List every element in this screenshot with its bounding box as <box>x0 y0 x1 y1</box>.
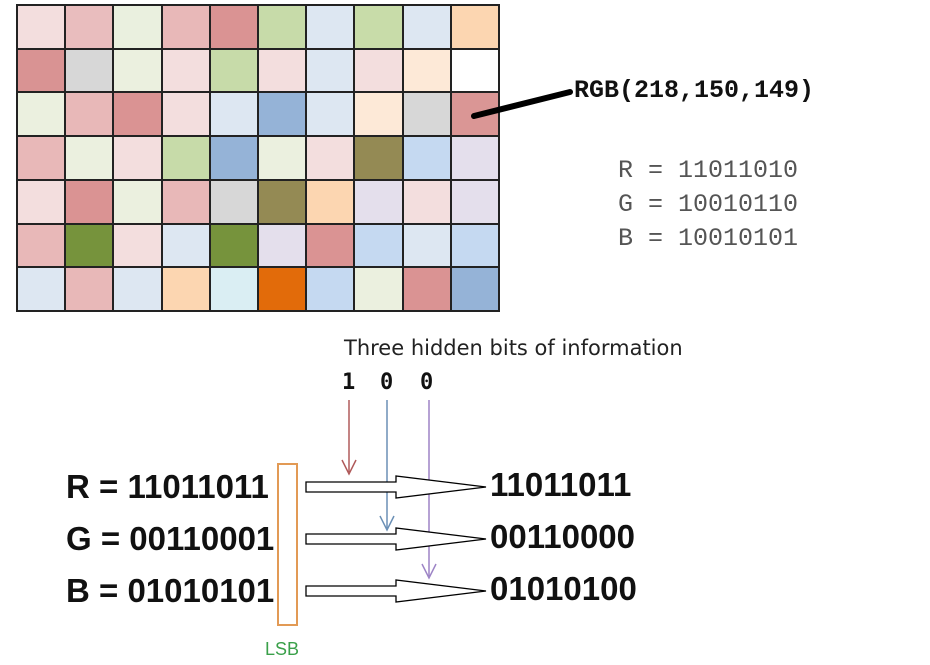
pointer-line <box>471 89 573 119</box>
pixel-cell <box>403 137 450 179</box>
original-g-bits: G = 10010110 <box>618 190 799 219</box>
pixel-cell <box>307 224 354 267</box>
pixel-rgb-label: RGB(218,150,149) <box>574 76 815 105</box>
pixel-cell <box>162 49 209 92</box>
pixel-cell <box>66 93 113 136</box>
pixel-cell <box>114 224 161 267</box>
pixel-cell <box>451 180 498 223</box>
pixel-cell <box>66 268 113 310</box>
pixel-cell <box>355 49 402 92</box>
pixel-cell <box>403 224 450 267</box>
pixel-cell <box>259 268 306 310</box>
pixel-cell <box>162 180 209 223</box>
pixel-cell <box>355 224 402 267</box>
hidden-bit-2: 0 <box>380 370 394 395</box>
pixel-cell <box>18 49 65 92</box>
pixel-cell <box>307 93 354 136</box>
hidden-bit-1: 1 <box>342 370 356 395</box>
pixel-cell <box>162 268 209 310</box>
pixel-cell <box>210 93 257 136</box>
pixel-cell <box>114 180 161 223</box>
pixel-cell <box>355 180 402 223</box>
pixel-cell <box>18 93 65 136</box>
pixel-cell <box>403 6 450 48</box>
hidden-bits-caption: Three hidden bits of information <box>344 336 683 360</box>
hidden-bit-3: 0 <box>420 370 434 395</box>
pixel-cell <box>451 6 498 48</box>
pixel-cell <box>259 224 306 267</box>
pixel-cell <box>210 49 257 92</box>
pixel-cell <box>114 93 161 136</box>
result-b-bits: 01010100 <box>490 570 637 607</box>
result-r-bits: 11011011 <box>490 466 632 503</box>
pixel-cell <box>66 224 113 267</box>
pixel-cell <box>162 93 209 136</box>
pixel-cell <box>403 49 450 92</box>
pixel-cell <box>210 180 257 223</box>
pixel-cell <box>162 224 209 267</box>
pixel-cell <box>307 268 354 310</box>
pixel-cell <box>259 49 306 92</box>
pixel-cell <box>114 6 161 48</box>
pixel-cell <box>18 6 65 48</box>
pixel-cell <box>307 137 354 179</box>
pixel-cell <box>403 93 450 136</box>
pixel-cell <box>451 137 498 179</box>
pixel-cell <box>451 268 498 310</box>
modified-g-bits: G = 00110001 <box>66 520 275 557</box>
hidden-bit-arrowhead-2 <box>379 515 395 532</box>
pixel-cell <box>355 93 402 136</box>
pixel-cell <box>114 137 161 179</box>
pixel-cell <box>210 224 257 267</box>
pixel-cell <box>66 180 113 223</box>
pixel-cell <box>259 93 306 136</box>
original-b-bits: B = 10010101 <box>618 224 799 253</box>
pixel-cell <box>114 268 161 310</box>
transform-arrow-1 <box>305 475 487 499</box>
pixel-cell <box>18 137 65 179</box>
pixel-cell <box>403 180 450 223</box>
hidden-bit-arrowhead-3 <box>421 563 437 580</box>
transform-arrow-3 <box>305 579 487 603</box>
pixel-cell <box>403 268 450 310</box>
hidden-bit-arrowhead-1 <box>341 459 357 476</box>
pixel-cell <box>66 6 113 48</box>
pixel-cell <box>307 6 354 48</box>
pixel-cell <box>66 137 113 179</box>
pixel-cell <box>210 137 257 179</box>
pixel-cell <box>259 180 306 223</box>
result-g-bits: 00110000 <box>490 518 636 555</box>
pixel-cell <box>210 6 257 48</box>
original-r-bits: R = 11011010 <box>618 156 799 185</box>
pixel-cell <box>259 137 306 179</box>
modified-r-bits: R = 11011011 <box>66 468 269 505</box>
modified-b-bits: B = 01010101 <box>66 572 275 609</box>
pixel-cell <box>307 180 354 223</box>
pixel-grid <box>16 4 500 312</box>
lsb-label: LSB <box>265 639 300 659</box>
pixel-cell <box>18 224 65 267</box>
pixel-cell <box>355 268 402 310</box>
pixel-cell <box>18 180 65 223</box>
pixel-cell <box>66 49 113 92</box>
pixel-cell <box>162 137 209 179</box>
pixel-cell <box>355 6 402 48</box>
transform-arrow-2 <box>305 527 487 551</box>
pixel-cell <box>210 268 257 310</box>
pixel-cell <box>451 224 498 267</box>
pixel-cell <box>259 6 306 48</box>
pixel-cell <box>162 6 209 48</box>
pixel-cell <box>451 49 498 92</box>
pixel-cell <box>18 268 65 310</box>
pixel-cell <box>307 49 354 92</box>
pixel-cell <box>355 137 402 179</box>
pixel-cell <box>114 49 161 92</box>
lsb-highlight-box <box>277 463 298 626</box>
